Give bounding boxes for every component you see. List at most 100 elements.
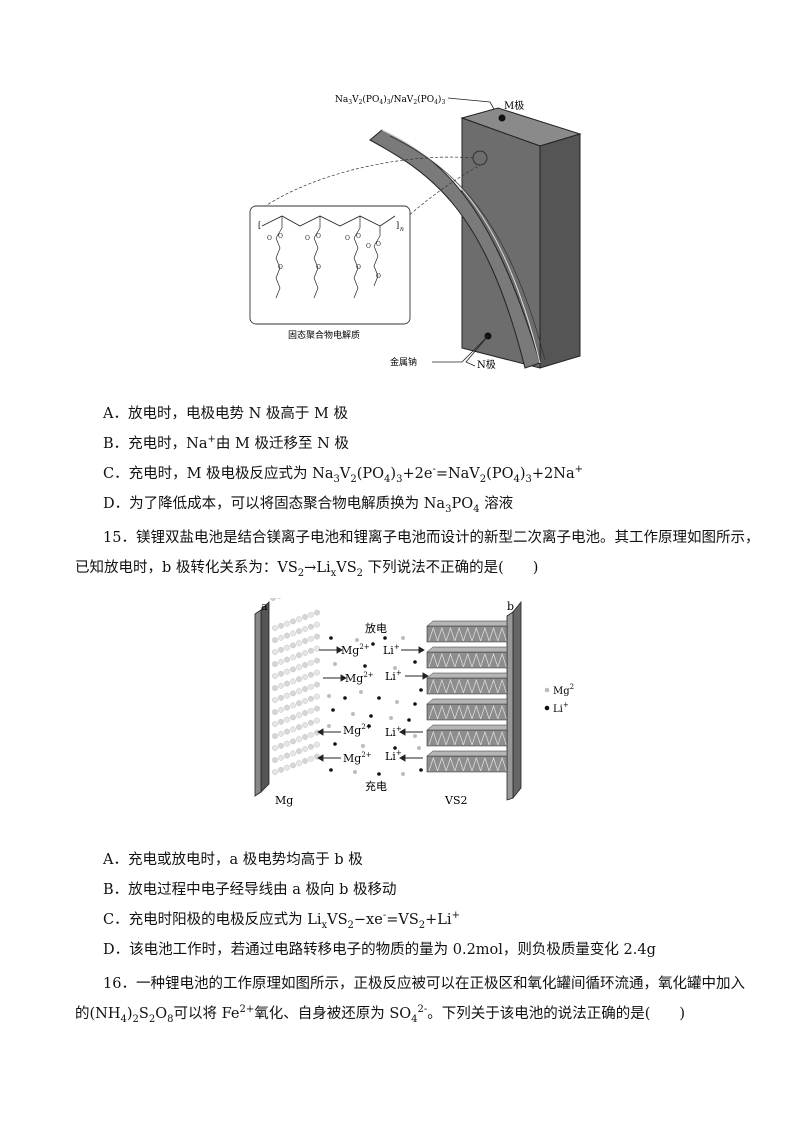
mg-atom [308, 647, 314, 654]
mg-atom [314, 669, 320, 676]
mg-atom [302, 722, 308, 728]
mg-atom [314, 621, 320, 628]
q14-option-d: D．为了降低成本，可以将固态聚合物电解质换为 Na3PO4 溶液 [103, 496, 514, 515]
mg-atom [278, 622, 284, 629]
mg-atom [284, 716, 290, 723]
mg-ion-dot [353, 770, 357, 774]
mg-atom [308, 623, 314, 630]
mg-ion-dot [327, 724, 331, 728]
mg-atom [290, 762, 296, 769]
polymer-inset-box [249, 205, 411, 325]
mg-atom [272, 661, 278, 667]
mg-atom [278, 694, 284, 701]
svg-text:O: O [316, 233, 321, 240]
svg-text:O: O [278, 233, 283, 240]
vs2-layer [426, 651, 508, 669]
q15-option-c: C．充电时阳极的电极反应式为 LixVS2−xe-=VS2+Li+ [103, 910, 460, 931]
n-electrode-label: N极 [477, 358, 496, 371]
mg-atom [308, 743, 314, 750]
mg-atom [302, 698, 308, 704]
mg-atom [308, 671, 314, 678]
mg-atom [272, 673, 278, 679]
mg-ion-dot [413, 734, 417, 738]
mg-atom [272, 697, 278, 703]
mg-atom [302, 626, 308, 632]
ion-arrows [317, 646, 429, 762]
mg-atom [272, 637, 278, 643]
svg-text:O: O [316, 264, 321, 271]
mg-li-battery-figure: a Mg b VS2 放电 充电 Mg2+ Mg2+ Mg2+ Mg2+ Li+… [245, 598, 585, 808]
mg-atom [296, 712, 302, 719]
mg-atom [290, 666, 296, 673]
mg-atom [302, 746, 308, 752]
mg-atom [290, 642, 296, 649]
li-ion-dot [369, 714, 373, 718]
li-ion-dot [377, 696, 381, 700]
mg-atom [284, 644, 290, 651]
mg-electrode-label: Mg [275, 794, 293, 807]
m-formula-label: Na3V2(PO4)3/NaV2(PO4)3 [335, 94, 445, 106]
q16-stem-line2: 的(NH4)2S2O8可以将 Fe2+氧化、自身被还原为 SO42-。下列关于该… [75, 1004, 686, 1025]
mg-atom [272, 709, 278, 715]
mg-lattice [270, 598, 281, 601]
mg-atom [296, 700, 302, 707]
mg-atom [296, 640, 302, 647]
svg-text:]: ] [396, 221, 399, 230]
mg-atom [284, 656, 290, 663]
mg-ion-dot [401, 772, 405, 776]
svg-text:O: O [376, 241, 381, 248]
mg-atom [302, 638, 308, 644]
electrode-b-label: b [507, 600, 514, 613]
svg-text:O: O [366, 243, 371, 250]
mg-atom [314, 741, 320, 748]
vs2-layer [426, 625, 508, 643]
mg-ion-dot [395, 700, 399, 704]
metal-sodium-label: 金属钠 [390, 356, 417, 368]
li-ion-dot [329, 636, 333, 640]
svg-text:Mg2: Mg2 [553, 683, 574, 697]
mg-atom [314, 633, 320, 640]
vs2-layer [426, 729, 508, 747]
vs2-layer [426, 703, 508, 721]
mg-atom [308, 683, 314, 690]
mg-atom [284, 764, 290, 771]
mg-ion-dot [327, 694, 331, 698]
mg-atom [314, 657, 320, 664]
li-ion-dot [343, 696, 347, 700]
mg-atom [314, 705, 320, 712]
mg-atom [290, 738, 296, 745]
mg-atom [296, 748, 302, 755]
mg-atom [284, 752, 290, 759]
q15-stem-line1: 15．镁锂双盐电池是结合镁离子电池和锂离子电池而设计的新型二次离子电池。其工作原… [103, 530, 760, 546]
mg-atom [272, 745, 278, 751]
li-ion-dot [371, 642, 375, 646]
svg-text:O: O [356, 233, 361, 240]
li-ion-dot [333, 742, 337, 746]
mg-atom [296, 664, 302, 671]
mg-atom [308, 719, 314, 726]
li-ion-dot [393, 746, 397, 750]
q15-option-b: B．放电过程中电子经导线由 a 极向 b 极移动 [103, 882, 397, 898]
electrode-b-plate [512, 600, 522, 800]
mg-atom [284, 740, 290, 747]
vs2-layer-stack [426, 620, 508, 773]
mg-atom [284, 620, 290, 627]
mg-ion-dot [355, 638, 359, 642]
electrode-block-side [539, 133, 581, 369]
mg-atom [284, 704, 290, 711]
mg-atom [308, 659, 314, 666]
li-ion-dot [329, 768, 333, 772]
mg-ion-dot [389, 716, 393, 720]
svg-text:O: O [267, 235, 272, 242]
ion-particles [327, 636, 423, 776]
mg-atom [272, 685, 278, 691]
li-ion-dot [383, 636, 387, 640]
mg-atom [272, 625, 278, 631]
q14-option-b: B．充电时，Na+由 M 极迁移至 N 极 [103, 434, 349, 452]
mg-atom [290, 726, 296, 733]
mg-atom [290, 654, 296, 661]
mg-atom [308, 755, 314, 762]
q15-stem-line2: 已知放电时，b 极转化关系为：VS2→LixVS2 下列说法不正确的是( ) [75, 560, 539, 579]
mg-atom [272, 757, 278, 763]
